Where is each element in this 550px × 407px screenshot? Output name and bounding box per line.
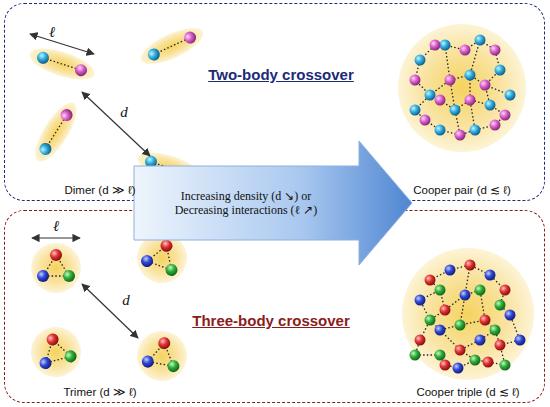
length-symbol: ℓ xyxy=(53,218,59,235)
panel-caption: Cooper pair (d ≲ ℓ) xyxy=(413,183,510,197)
length-symbol: ℓ xyxy=(49,24,55,41)
distance-symbol: d xyxy=(120,104,128,121)
group-title: Three-body crossover xyxy=(171,312,371,332)
process-arrow: Increasing density (d ↘) or Decreasing i… xyxy=(133,140,413,266)
arrow-shape xyxy=(134,141,412,265)
panel-caption: Trimer (d ≫ ℓ) xyxy=(63,385,136,399)
group-title: Two-body crossover xyxy=(181,66,381,86)
panel-caption: Cooper triple (d ≲ ℓ) xyxy=(416,385,519,399)
distance-symbol: d xyxy=(122,292,130,309)
panel-caption: Dimer (d ≫ ℓ) xyxy=(64,183,135,197)
arrow-text: Increasing density (d ↘) or Decreasing i… xyxy=(171,164,321,242)
